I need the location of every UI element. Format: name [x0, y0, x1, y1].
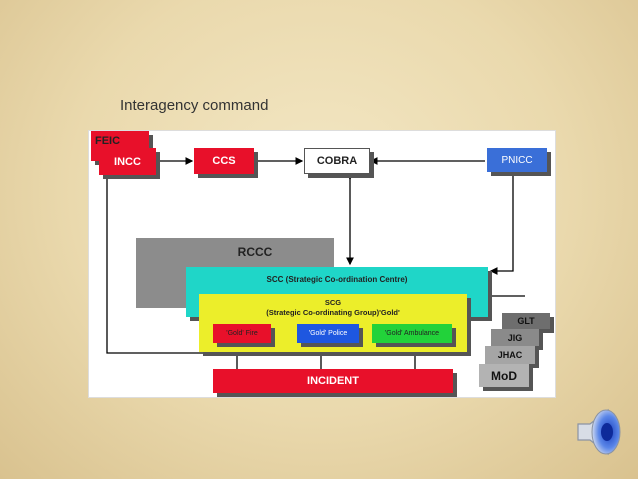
- gold-police-label: 'Gold' Police: [308, 330, 348, 337]
- incident-label: INCIDENT: [307, 375, 359, 387]
- gold-fire-box: 'Gold' Fire: [213, 324, 271, 343]
- cobra-box: COBRA: [304, 148, 370, 174]
- glt-label: GLT: [517, 316, 535, 326]
- slide-title: Interagency command: [120, 97, 269, 114]
- jhac-label: JHAC: [497, 350, 523, 360]
- feic-label: FEIC: [95, 135, 121, 147]
- scg-label: SCG: [324, 298, 342, 307]
- ccs-box: CCS: [194, 148, 254, 174]
- jig-box: JIG: [491, 329, 539, 346]
- incc-label: INCC: [114, 155, 141, 168]
- pnicc-label: PNICC: [501, 154, 533, 166]
- ccs-label: CCS: [212, 155, 236, 167]
- cobra-label: COBRA: [316, 155, 358, 167]
- mod-label: MoD: [491, 368, 517, 383]
- mod-box: MoD: [479, 364, 529, 387]
- jig-label: JIG: [507, 332, 523, 343]
- incident-box: INCIDENT: [213, 369, 453, 393]
- gold-police-box: 'Gold' Police: [297, 324, 359, 343]
- pnicc-box: PNICC: [487, 148, 547, 172]
- gold-fire-label: 'Gold' Fire: [226, 330, 258, 337]
- glt-box: GLT: [502, 313, 550, 329]
- scc-label: SCC (Strategic Co-ordination Centre): [266, 275, 408, 284]
- rccc-label: RCCC: [237, 245, 273, 259]
- speaker-icon[interactable]: [574, 404, 624, 460]
- jhac-box: JHAC: [485, 346, 535, 364]
- gold-ambulance-box: 'Gold' Ambulance: [372, 324, 452, 343]
- scg-sublabel: (Strategic Co-ordinating Group)'Gold': [266, 308, 400, 317]
- incc-box: INCC: [99, 148, 156, 175]
- scg-box: SCG (Strategic Co-ordinating Group)'Gold…: [199, 294, 467, 352]
- gold-ambulance-label: 'Gold' Ambulance: [384, 330, 440, 337]
- diagram-panel: FEIC INCC CCS COBRA PNICC RCCC SCC (Stra…: [88, 130, 556, 398]
